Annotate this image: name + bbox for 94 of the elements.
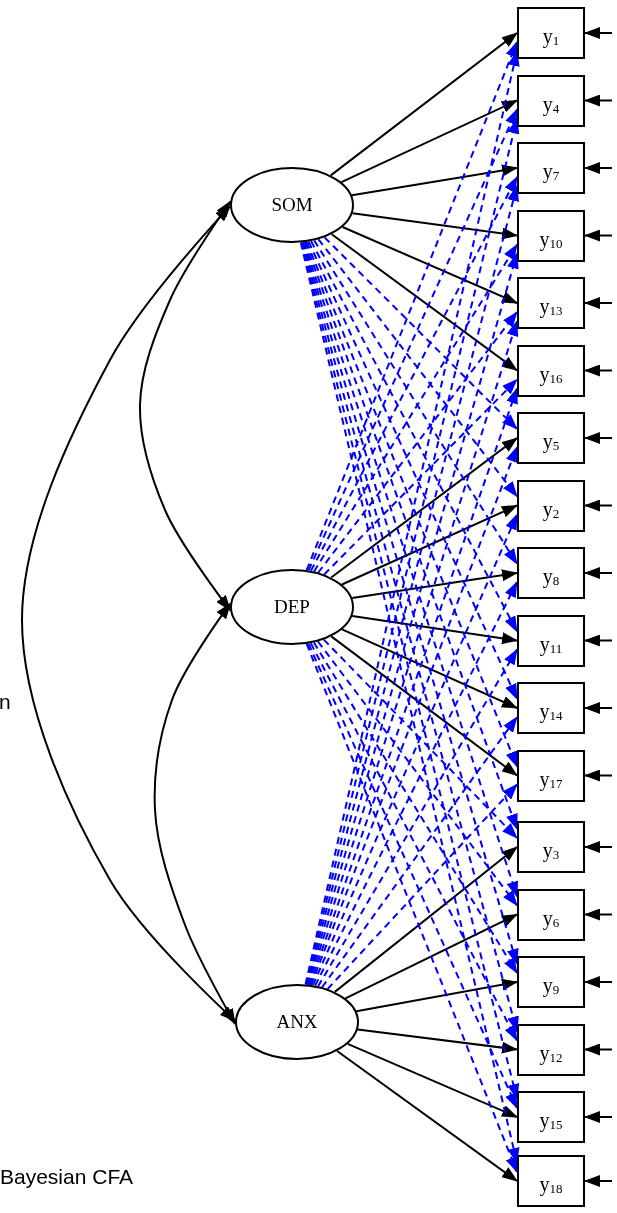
indicator-label: y$_{14}$ bbox=[539, 699, 563, 724]
indicator-label: y$_{11}$ bbox=[539, 631, 563, 657]
error-arrow bbox=[584, 229, 613, 242]
indicator-label: y$_{8}$ bbox=[542, 564, 560, 589]
indicator-label: y$_{12}$ bbox=[539, 1040, 563, 1066]
indicator-box bbox=[517, 412, 585, 464]
indicator-box bbox=[517, 1155, 585, 1207]
loading-arrow bbox=[330, 233, 518, 372]
indicator-label: y$_{13}$ bbox=[539, 294, 563, 319]
indicator-box bbox=[517, 1023, 585, 1076]
cross-loading-arrow bbox=[309, 642, 518, 1042]
indicator-label: y$_{2}$ bbox=[542, 496, 560, 522]
loading-arrow bbox=[340, 99, 518, 184]
loading-arrow bbox=[351, 212, 518, 240]
indicator-label: y$_{6}$ bbox=[542, 905, 560, 931]
indicator-label: y$_{5}$ bbox=[542, 429, 560, 454]
note-text: n bbox=[0, 690, 11, 714]
indicator-label: y$_{9}$ bbox=[542, 973, 560, 998]
indicator-box bbox=[517, 888, 585, 941]
indicator-label: y$_{10}$ bbox=[539, 226, 563, 252]
indicator-label: y$_{15}$ bbox=[539, 1108, 563, 1133]
indicator-box bbox=[517, 277, 585, 329]
error-arrow bbox=[584, 702, 613, 714]
cross-loading-arrow bbox=[323, 378, 518, 576]
loading-arrow bbox=[336, 1050, 518, 1182]
cross-loading-arrow bbox=[322, 638, 518, 839]
indicator-box bbox=[517, 547, 585, 599]
latent-variable-ellipse bbox=[230, 167, 354, 243]
loading-arrow bbox=[350, 164, 518, 197]
factor-label: DEP bbox=[274, 596, 310, 618]
indicator-box bbox=[517, 614, 585, 667]
indicator-box bbox=[517, 479, 585, 532]
cross-loading-arrow bbox=[321, 716, 518, 989]
loading-arrow bbox=[341, 226, 518, 304]
factor-label: SOM bbox=[271, 194, 313, 216]
error-arrow bbox=[584, 841, 613, 853]
error-arrow bbox=[584, 297, 613, 309]
indicator-box bbox=[517, 682, 585, 734]
error-arrow bbox=[584, 364, 613, 377]
covariance-arrow bbox=[153, 602, 237, 1025]
cross-loading-arrow bbox=[323, 236, 518, 430]
error-arrow bbox=[584, 769, 613, 782]
error-arrow bbox=[584, 432, 613, 444]
loading-arrow bbox=[356, 1028, 518, 1054]
cross-loading-arrow bbox=[309, 176, 518, 572]
loading-arrow bbox=[330, 437, 518, 579]
indicator-box bbox=[517, 956, 585, 1008]
caption: Bayesian CFA bbox=[0, 1165, 134, 1189]
loading-arrow bbox=[330, 635, 518, 777]
indicator-box bbox=[517, 1091, 585, 1143]
indicator-label: y$_{17}$ bbox=[539, 766, 563, 792]
cross-loading-arrow bbox=[317, 311, 518, 574]
loading-arrow bbox=[340, 504, 518, 586]
error-arrow bbox=[584, 1175, 613, 1187]
error-arrow bbox=[584, 94, 613, 107]
loading-arrow bbox=[329, 32, 518, 177]
indicator-box bbox=[517, 749, 585, 802]
latent-variable-ellipse bbox=[235, 984, 359, 1060]
cross-loading-arrow bbox=[317, 238, 518, 498]
indicator-box bbox=[517, 209, 585, 262]
cross-loading-arrow bbox=[310, 240, 518, 633]
indicator-box bbox=[517, 74, 585, 127]
loading-arrow bbox=[344, 913, 518, 1000]
loading-arrow bbox=[341, 628, 518, 709]
loading-arrow bbox=[351, 614, 518, 645]
error-arrow bbox=[584, 908, 613, 921]
loading-arrow bbox=[351, 569, 518, 599]
indicator-box bbox=[517, 344, 585, 397]
covariance-arrow bbox=[139, 200, 232, 612]
cross-loading-arrow bbox=[317, 640, 518, 907]
indicator-label: y$_{1}$ bbox=[542, 24, 560, 49]
error-arrow bbox=[584, 499, 613, 512]
error-arrow bbox=[584, 1111, 613, 1123]
loading-arrow bbox=[333, 846, 518, 993]
indicator-label: y$_{16}$ bbox=[539, 361, 563, 387]
indicator-label: y$_{3}$ bbox=[542, 838, 560, 863]
indicator-box bbox=[517, 142, 585, 194]
indicator-label: y$_{4}$ bbox=[542, 91, 560, 117]
error-arrow bbox=[584, 1043, 613, 1056]
cross-loading-arrow bbox=[326, 783, 518, 990]
loading-arrow bbox=[346, 1042, 518, 1118]
cross-loading-arrow bbox=[314, 581, 518, 987]
factor-label: ANX bbox=[276, 1011, 318, 1033]
indicator-label: y$_{7}$ bbox=[542, 159, 560, 184]
error-arrow bbox=[584, 634, 613, 647]
indicator-box bbox=[517, 821, 585, 873]
loading-arrow bbox=[355, 978, 518, 1013]
error-arrow bbox=[584, 27, 613, 39]
error-arrow bbox=[584, 567, 613, 579]
indicator-box bbox=[517, 7, 585, 59]
error-arrow bbox=[584, 976, 613, 988]
indicator-label: y$_{18}$ bbox=[539, 1172, 563, 1197]
latent-variable-ellipse bbox=[230, 569, 354, 645]
error-arrow bbox=[584, 162, 613, 174]
